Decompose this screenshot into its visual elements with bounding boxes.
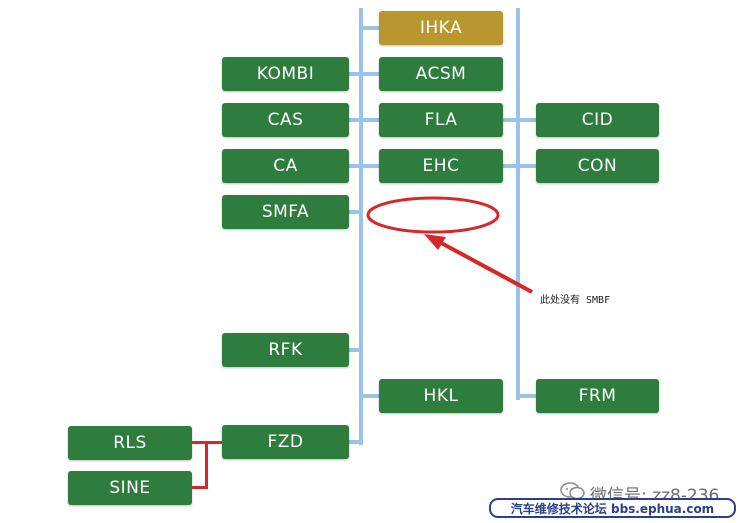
stub-cas xyxy=(349,118,361,122)
node-rfk: RFK xyxy=(222,333,349,367)
stub-cid xyxy=(518,118,536,122)
stub-smfa xyxy=(349,210,361,214)
stub-kombi xyxy=(349,72,361,76)
node-fzd: FZD xyxy=(222,425,349,459)
stub-ca xyxy=(349,164,361,168)
stub-acsm xyxy=(361,72,379,76)
wechat-icon xyxy=(560,482,586,505)
missing-module-ellipse xyxy=(366,196,500,234)
node-rls: RLS xyxy=(68,426,192,460)
annotation-note: 此处没有 SMBF xyxy=(540,295,611,306)
annotation-arrow-head xyxy=(424,234,446,250)
bus-line-right xyxy=(516,8,520,400)
stub-ihka xyxy=(361,26,379,30)
lin-bus-link-sine xyxy=(192,486,208,489)
stub-frm xyxy=(518,394,536,398)
node-fla: FLA xyxy=(379,103,503,137)
node-hkl: HKL xyxy=(379,379,503,413)
stub-ehc xyxy=(361,164,379,168)
node-smfa: SMFA xyxy=(222,195,349,229)
annotation-arrow-shaft xyxy=(431,236,533,294)
node-ehc: EHC xyxy=(379,149,503,183)
stub-hkl xyxy=(361,394,379,398)
node-cid: CID xyxy=(536,103,659,137)
node-ihka: IHKA xyxy=(379,11,503,45)
node-kombi: KOMBI xyxy=(222,57,349,91)
node-sine: SINE xyxy=(68,471,192,505)
lin-bus-vertical xyxy=(205,441,208,489)
stub-fla-right xyxy=(503,118,518,122)
stub-ehc-right xyxy=(503,164,518,168)
stub-fzd xyxy=(349,440,361,444)
node-ca: CA xyxy=(222,149,349,183)
stub-fla xyxy=(361,118,379,122)
node-acsm: ACSM xyxy=(379,57,503,91)
stub-con xyxy=(518,164,536,168)
node-cas: CAS xyxy=(222,103,349,137)
node-frm: FRM xyxy=(536,379,659,413)
stub-rfk xyxy=(349,348,361,352)
bus-line-center xyxy=(359,8,363,445)
forum-watermark: 汽车维修技术论坛 bbs.ephua.com xyxy=(489,498,736,518)
node-con: CON xyxy=(536,149,659,183)
